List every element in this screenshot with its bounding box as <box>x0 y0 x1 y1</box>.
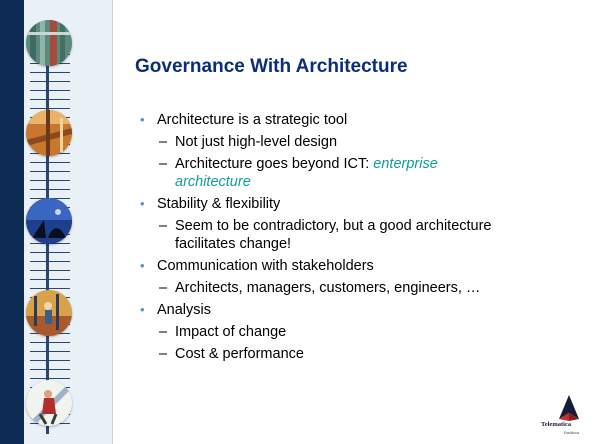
bullet-item: • Communication with stakeholders <box>137 257 577 275</box>
sub-bullet-item: – Architects, managers, customers, engin… <box>137 279 577 297</box>
dash-glyph: – <box>159 346 168 362</box>
sub-bullet-text-line1: Seem to be contradictory, but a good arc… <box>175 218 492 234</box>
sub-bullet-item: – Not just high-level design <box>137 133 577 151</box>
sub-bullet-text-line2: facilitates change! <box>175 236 292 252</box>
logo-name: Telematica <box>541 421 572 428</box>
bullet-text: Stability & flexibility <box>157 196 281 212</box>
dash-glyph: – <box>159 324 168 340</box>
bullet-item: • Architecture is a strategic tool <box>137 111 577 129</box>
dash-glyph: – <box>159 218 168 234</box>
dash-glyph: – <box>159 280 168 296</box>
sub-bullet-text: Not just high-level design <box>175 134 338 150</box>
emphasis-text: enterprise <box>373 156 438 172</box>
dash-glyph: – <box>159 134 168 150</box>
sub-bullet-text: Cost & performance <box>175 346 304 362</box>
decorative-sidebar <box>0 0 112 444</box>
sub-bullet-text: Architects, managers, customers, enginee… <box>175 280 481 296</box>
bullet-item: • Analysis <box>137 301 577 319</box>
sub-bullet-item: – Cost & performance <box>137 345 577 363</box>
bullet-list: • Architecture is a strategic tool – Not… <box>137 111 577 367</box>
photo-circle-5 <box>26 380 72 426</box>
slide-title: Governance With Architecture <box>135 56 408 77</box>
bullet-text: Analysis <box>157 302 211 318</box>
logo-sub: Instituut <box>564 430 580 435</box>
bullet-text: Architecture is a strategic tool <box>157 112 348 128</box>
photo-circle-4 <box>26 290 72 336</box>
sub-bullet-text: Impact of change <box>175 324 287 340</box>
sub-bullet-item: – Impact of change <box>137 323 577 341</box>
photo-circle-2 <box>26 110 72 156</box>
sidebar-dark-rail <box>0 0 24 444</box>
photo-circle-1 <box>26 20 72 66</box>
sidebar-divider <box>112 0 113 444</box>
sub-bullet-item: – Seem to be contradictory, but a good a… <box>137 217 577 253</box>
sub-bullet-text: Architecture goes beyond ICT: <box>175 156 374 172</box>
bullet-text: Communication with stakeholders <box>157 258 374 274</box>
bullet-item: • Stability & flexibility <box>137 195 577 213</box>
telematica-logo-icon <box>559 395 579 421</box>
photo-circle-3 <box>26 198 72 244</box>
bullet-glyph: • <box>140 258 145 273</box>
emphasis-text-continued: architecture <box>175 174 251 190</box>
bullet-glyph: • <box>140 302 145 317</box>
bullet-glyph: • <box>140 196 145 211</box>
dash-glyph: – <box>159 156 168 172</box>
sub-bullet-item: – Architecture goes beyond ICT: enterpri… <box>137 155 577 191</box>
bullet-glyph: • <box>140 112 145 127</box>
